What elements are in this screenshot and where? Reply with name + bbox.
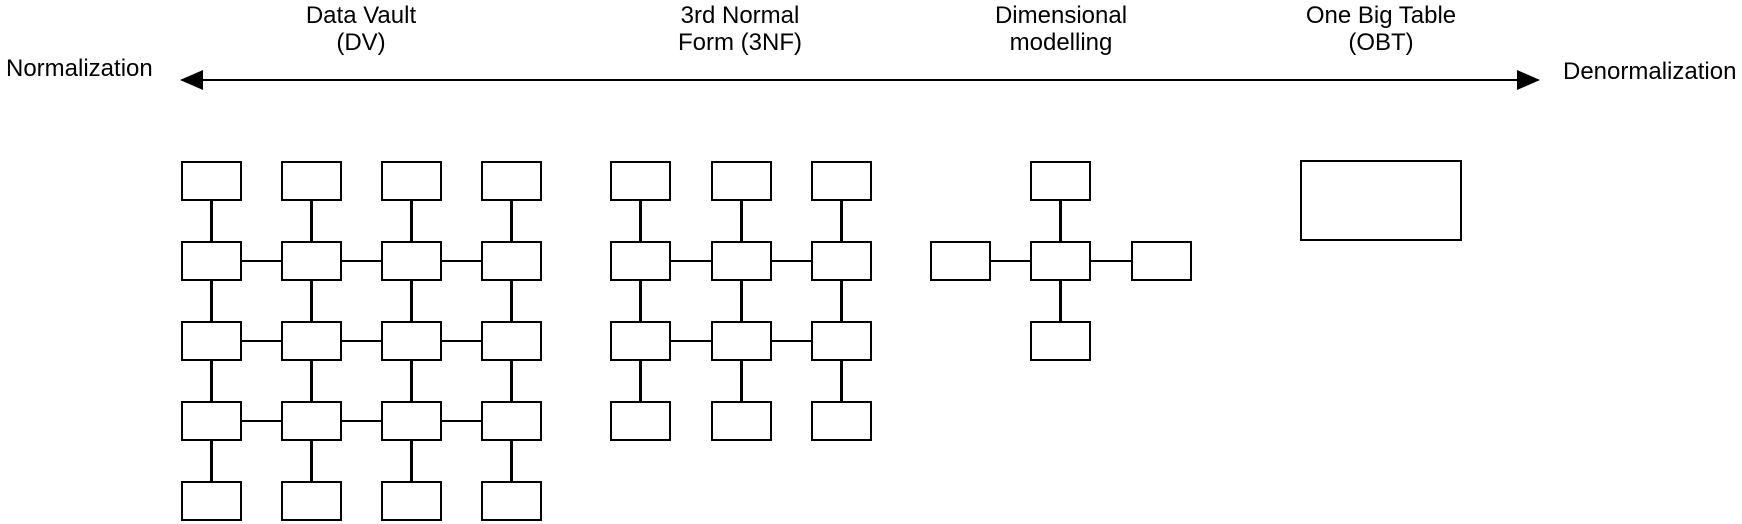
label-dimensional-modelling: Dimensional modelling [911,2,1211,56]
connector-vertical [510,441,513,481]
entity-box [481,481,542,521]
entity-box [481,161,542,201]
connector-vertical [510,201,513,241]
connector-horizontal [442,419,481,423]
connector-horizontal [342,419,381,423]
connector-vertical [740,361,743,401]
connector-horizontal [242,339,281,343]
connector-vertical [740,281,743,321]
connector-vertical [1059,281,1062,321]
connector-vertical [840,201,843,241]
entity-box [181,321,242,361]
connector-vertical [510,281,513,321]
entity-box [811,401,872,441]
connector-horizontal [772,339,811,343]
entity-box [281,161,342,201]
connector-horizontal [442,259,481,263]
connector-vertical [310,441,313,481]
entity-box [281,241,342,281]
entity-box [610,241,671,281]
connector-vertical [310,361,313,401]
connector-vertical [639,361,642,401]
entity-box [281,321,342,361]
entity-box [811,161,872,201]
normalization-axis-label: Normalization [6,55,153,82]
connector-vertical [210,361,213,401]
entity-box [481,241,542,281]
connector-horizontal [671,259,711,263]
entity-box [381,401,442,441]
label-line-2: Form (3NF) [678,29,802,56]
entity-box [711,401,772,441]
entity-box [181,401,242,441]
entity-box [181,241,242,281]
label-line-1: Data Vault [305,2,417,29]
connector-horizontal [1091,259,1131,263]
entity-box [610,161,671,201]
connector-horizontal [242,419,281,423]
label-line-1: 3rd Normal [680,2,800,29]
denormalization-axis-label: Denormalization [1563,58,1737,85]
arrow-right-head-icon [1517,70,1540,90]
entity-box [1030,321,1091,361]
connector-vertical [410,441,413,481]
connector-vertical [639,201,642,241]
connector-vertical [740,201,743,241]
entity-box [381,321,442,361]
entity-box [711,321,772,361]
connector-horizontal [242,259,281,263]
entity-box [930,241,991,281]
connector-vertical [210,281,213,321]
entity-box [481,321,542,361]
connector-vertical [410,361,413,401]
entity-box [711,241,772,281]
connector-vertical [510,361,513,401]
entity-box [381,241,442,281]
label-line-2: (DV) [336,29,386,56]
connector-vertical [210,441,213,481]
one-big-table-box [1300,160,1462,241]
label-third-normal-form: 3rd Normal Form (3NF) [590,2,890,56]
connector-vertical [310,201,313,241]
label-data-vault: Data Vault (DV) [211,2,511,56]
entity-box [811,321,872,361]
connector-horizontal [442,339,481,343]
entity-box [711,161,772,201]
entity-box [281,481,342,521]
entity-box [381,161,442,201]
connector-horizontal [671,339,711,343]
connector-vertical [210,201,213,241]
connector-horizontal [342,339,381,343]
entity-box [181,161,242,201]
entity-box [1131,241,1192,281]
connector-vertical [310,281,313,321]
connector-vertical [410,281,413,321]
entity-box [181,481,242,521]
label-line-2: (OBT) [1348,29,1414,56]
entity-box [1030,161,1091,201]
connector-vertical [1059,201,1062,241]
entity-box [610,321,671,361]
arrow-left-head-icon [180,70,203,90]
connector-horizontal [342,259,381,263]
entity-box [811,241,872,281]
label-line-1: One Big Table [1305,2,1457,29]
connector-vertical [410,201,413,241]
connector-vertical [840,281,843,321]
connector-vertical [840,361,843,401]
entity-box [1030,241,1091,281]
label-line-2: modelling [1009,29,1113,56]
label-one-big-table: One Big Table (OBT) [1231,2,1531,56]
connector-horizontal [772,259,811,263]
connector-horizontal [991,259,1030,263]
label-line-1: Dimensional [994,2,1128,29]
entity-box [481,401,542,441]
entity-box [610,401,671,441]
entity-box [381,481,442,521]
spectrum-arrow-line [190,78,1530,82]
connector-vertical [639,281,642,321]
entity-box [281,401,342,441]
